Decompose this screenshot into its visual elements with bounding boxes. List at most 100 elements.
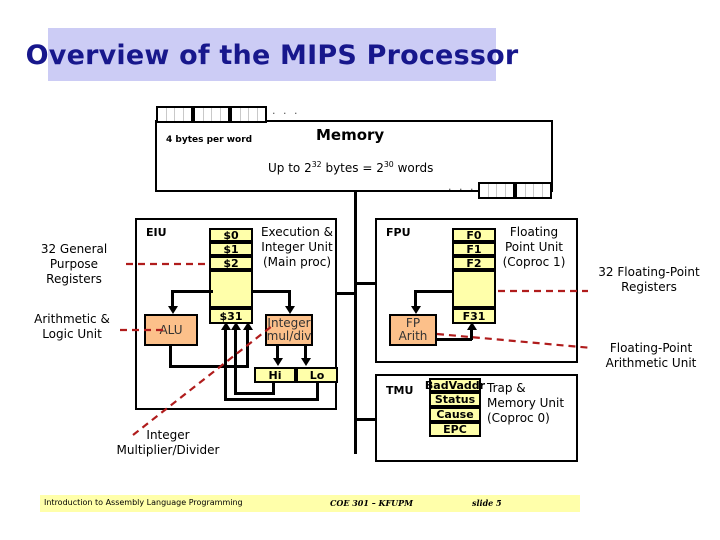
lo-feedback-arrow (221, 322, 231, 330)
annotation-alu-line-1: Arithmetic & (34, 312, 110, 326)
capacity-prefix: Up to 2 (268, 161, 312, 175)
hi-feedback-up (234, 330, 237, 394)
memory-title: Memory (316, 126, 385, 144)
eiu-register-1: $1 (209, 242, 253, 256)
tmu-name-line-2: Memory Unit (487, 396, 565, 410)
lo-feedback-up (224, 330, 227, 400)
muldiv-line-2: mul/div (266, 329, 312, 343)
page-title: Overview of the MIPS Processor (25, 39, 519, 71)
annotation-alu-line-2: Logic Unit (42, 327, 102, 341)
memory-capacity-label: Up to 232 bytes = 230 words (268, 160, 433, 175)
bus-stub-fpu (354, 282, 376, 285)
fpu-register-gap (452, 270, 496, 308)
memory-dots-bottom: · · · (448, 183, 476, 196)
tmu-name-line-1: Trap & (487, 381, 526, 395)
eiu-name-line-1: Execution & (260, 225, 334, 239)
memory-word-cell-top-3 (230, 106, 267, 123)
annotation-fpau-line-1: Floating-Point (609, 341, 693, 355)
annotation-muldiv-line-1: Integer (146, 428, 190, 442)
tmu-register-status: Status (429, 392, 481, 407)
annotation-fpr-line-2: Registers (621, 280, 677, 294)
lo-register: Lo (296, 367, 338, 383)
eiu-name-line-3: (Main proc) (262, 255, 332, 269)
eiu-register-2: $2 (209, 256, 253, 270)
eiu-wire-regs-to-alu-h (171, 290, 213, 293)
annotation-fpr-line-1: 32 Floating-Point (598, 265, 700, 279)
tmu-name-line-3: (Coproc 0) (487, 411, 550, 425)
memory-word-cell-bottom-1 (478, 182, 515, 199)
footer-slide-number: slide 5 (472, 498, 502, 508)
tmu-register-badvaddr: BadVaddr (424, 378, 486, 392)
annotation-general-registers: 32 General Purpose Registers (22, 242, 126, 287)
capacity-middle: bytes = 2 (321, 161, 384, 175)
annotation-gpr-line-2: Purpose (49, 257, 99, 271)
fp-arith-box: FP Arith (389, 314, 437, 346)
hi-feedback-arrow (231, 322, 241, 330)
annotation-fpau-line-2: Arithmetic Unit (605, 356, 697, 370)
fpu-name-line-3: (Coproc 1) (502, 255, 566, 269)
alu-result-wire-h (169, 365, 249, 368)
muldiv-to-lo-wire (304, 346, 307, 360)
muldiv-to-hi-wire (276, 346, 279, 360)
eiu-name-line-2: Integer Unit (261, 240, 333, 254)
fpu-register-2: F2 (452, 256, 496, 270)
lo-feedback-h (224, 398, 319, 401)
eiu-wire-regs-to-alu-v (171, 290, 174, 307)
title-banner (48, 28, 496, 81)
alu-result-arrow (243, 322, 253, 330)
bytes-per-word-label: 4 bytes per word (166, 135, 253, 145)
fp-arith-line-1: FP (405, 316, 421, 331)
annotation-muldiv-line-2: Multiplier/Divider (116, 443, 220, 457)
memory-word-cell-bottom-2 (515, 182, 552, 199)
eiu-register-0: $0 (209, 228, 253, 242)
annotation-fp-arithmetic: Floating-Point Arithmetic Unit (586, 341, 716, 371)
fp-arith-result-v (470, 330, 473, 340)
memory-word-cell-top-2 (193, 106, 230, 123)
hi-feedback-h (234, 392, 275, 395)
fpu-register-0: F0 (452, 228, 496, 242)
fpu-arrow-to-arith (411, 306, 421, 314)
muldiv-to-hi-arrow (273, 358, 283, 366)
hi-register: Hi (254, 367, 296, 383)
annotation-integer-multiplier: Integer Multiplier/Divider (106, 428, 230, 458)
annotation-gpr-line-1: 32 General (40, 242, 108, 256)
fpu-name-line-1: Floating (509, 225, 559, 239)
bus-stub-tmu (354, 418, 376, 421)
system-bus-vertical (354, 192, 357, 454)
annotation-alu: Arithmetic & Logic Unit (22, 312, 122, 342)
fp-arith-result-arrow (467, 322, 477, 330)
annotation-gpr-line-3: Registers (46, 272, 102, 286)
eiu-arrow-to-alu (168, 306, 178, 314)
fpu-name-line-2: Point Unit (504, 240, 564, 254)
lo-feedback-v (316, 383, 319, 401)
capacity-exponent-32: 32 (311, 160, 322, 169)
memory-dots-top: · · · (272, 107, 300, 120)
tmu-register-cause: Cause (429, 407, 481, 422)
fpu-name-label: Floating Point Unit (Coproc 1) (492, 225, 576, 270)
capacity-suffix: words (393, 161, 434, 175)
fpu-register-1: F1 (452, 242, 496, 256)
annotation-fp-registers: 32 Floating-Point Registers (586, 265, 712, 295)
muldiv-line-1: Integer (267, 316, 311, 331)
alu-result-wire-up (246, 330, 249, 366)
eiu-arrow-to-muldiv (285, 306, 295, 314)
eiu-register-gap (209, 270, 253, 308)
memory-word-cell-top-1 (156, 106, 193, 123)
alu-box: ALU (144, 314, 198, 346)
footer-bar (40, 495, 580, 512)
footer-course-code: COE 301 – KFUPM (330, 498, 413, 508)
memory-box (155, 120, 553, 192)
tmu-abbrev-label: TMU (386, 384, 414, 397)
muldiv-to-lo-arrow (301, 358, 311, 366)
tmu-name-label: Trap & Memory Unit (Coproc 0) (487, 381, 575, 426)
eiu-wire-regs-to-muldiv-v (288, 290, 291, 307)
eiu-abbrev-label: EIU (146, 226, 167, 239)
eiu-wire-regs-to-muldiv-h (251, 290, 291, 293)
bus-stub-eiu (336, 292, 356, 295)
tmu-register-epc: EPC (429, 422, 481, 437)
fp-arith-line-2: Arith (398, 329, 428, 343)
fp-arith-result-h (435, 338, 472, 341)
capacity-exponent-30: 30 (383, 160, 394, 169)
fpu-abbrev-label: FPU (386, 226, 411, 239)
